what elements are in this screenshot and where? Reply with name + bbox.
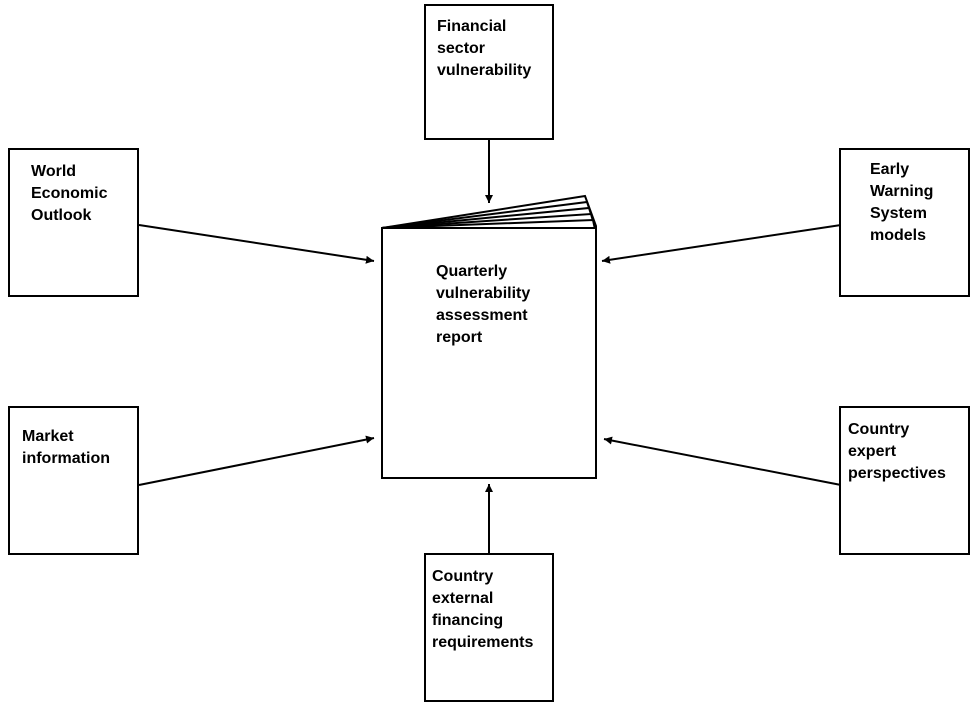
arrows [138,139,842,554]
arrow-early-warning [601,224,842,264]
arrow-market-information [138,435,375,486]
market-information-label: Market information [22,428,110,467]
country-external-financing-label: Country external financing requirements [432,568,534,651]
report-document [381,194,597,479]
country-expert-box [839,406,970,555]
financial-sector-box [424,4,554,140]
early-warning-label: Early Warning System models [870,161,934,244]
early-warning-box [839,148,970,297]
report-label: Quarterly vulnerability assessment repor… [436,263,531,346]
country-expert-label: Country expert perspectives [848,421,946,482]
report-cover [381,227,597,479]
world-economic-outlook-label: World Economic Outlook [31,163,108,224]
country-external-financing-box [424,553,554,702]
world-economic-outlook-box [8,148,139,297]
arrow-world-economic-outlook [138,224,375,264]
financial-sector-label: Financial sector vulnerability [437,18,532,79]
market-information-box [8,406,139,555]
arrow-country-expert [603,436,842,486]
